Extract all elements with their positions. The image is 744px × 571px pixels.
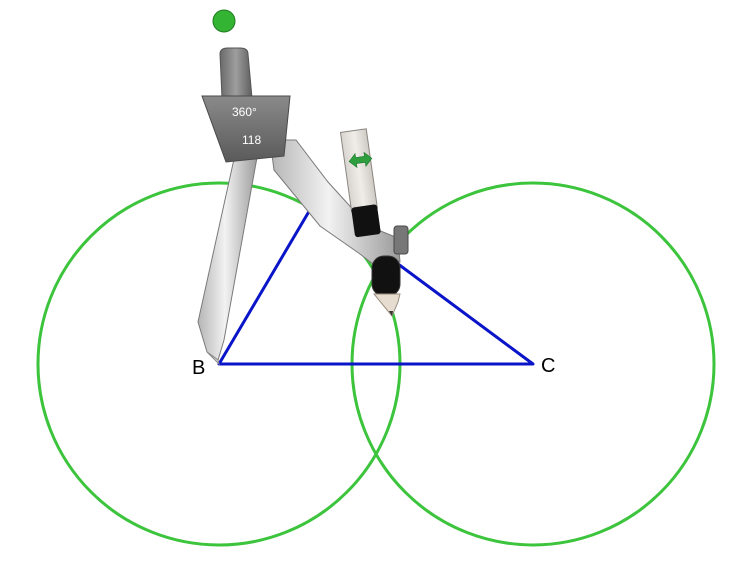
pencil-lead	[389, 311, 393, 316]
compass-side-screw	[393, 225, 409, 255]
compass-pencil-clamp	[371, 255, 401, 297]
compass-top-knob[interactable]	[219, 47, 253, 99]
compass-angle-readout: 360°	[232, 105, 257, 119]
green-dot-icon[interactable]	[212, 9, 236, 33]
point-c-label: C	[541, 355, 555, 377]
pencil-band	[351, 204, 381, 238]
compass-needle-leg[interactable]	[197, 149, 259, 361]
compass-pencil-tip	[372, 293, 401, 317]
point-b-label: B	[192, 357, 205, 379]
compass-head	[201, 95, 291, 163]
compass-tool[interactable]: 360° 118	[197, 47, 409, 366]
compass-needle-tip	[206, 351, 220, 366]
compass-pencil-arm[interactable]	[269, 139, 401, 269]
double-arrow-icon[interactable]	[348, 151, 373, 169]
compass-pencil[interactable]	[339, 128, 381, 238]
triangle-ab-bc-ca	[217, 207, 535, 366]
compass-radius-readout: 118	[242, 133, 261, 147]
